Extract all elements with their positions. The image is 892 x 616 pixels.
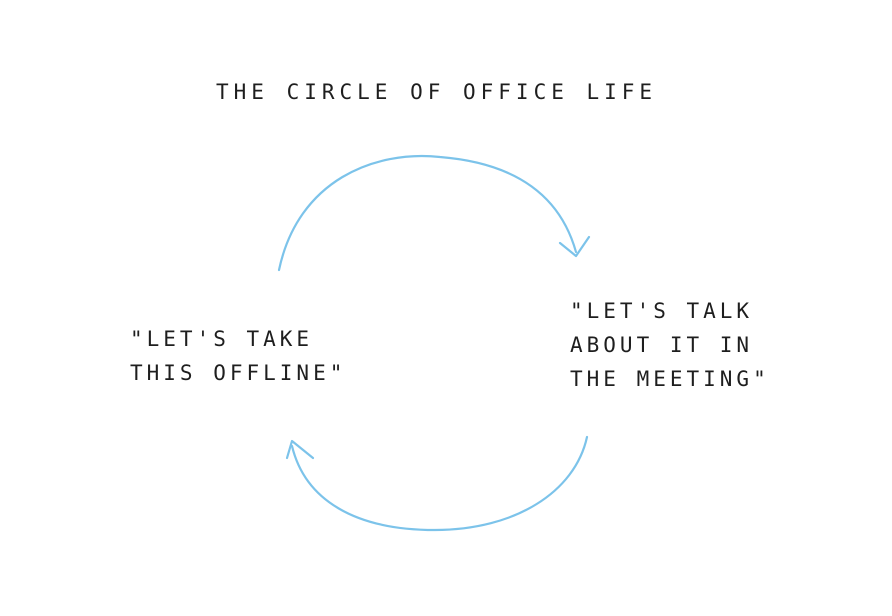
arrow-top-head (558, 235, 591, 258)
diagram-title: THE CIRCLE OF OFFICE LIFE (216, 80, 658, 104)
node-right-line-3: THE MEETING" (570, 367, 770, 391)
node-right-line-1: "LET'S TALK (570, 299, 754, 323)
node-left-line-2: THIS OFFLINE" (130, 361, 347, 385)
node-right-line-2: ABOUT IT IN (570, 333, 754, 357)
arrow-top-arc (277, 155, 578, 272)
node-take-offline: "LET'S TAKE THIS OFFLINE" (130, 322, 346, 390)
node-talk-in-meeting: "LET'S TALK ABOUT IT IN THE MEETING" (570, 294, 770, 396)
arrow-bottom-arc (290, 435, 589, 532)
node-left-line-1: "LET'S TAKE (130, 327, 314, 351)
arrow-bottom-head (285, 439, 315, 460)
